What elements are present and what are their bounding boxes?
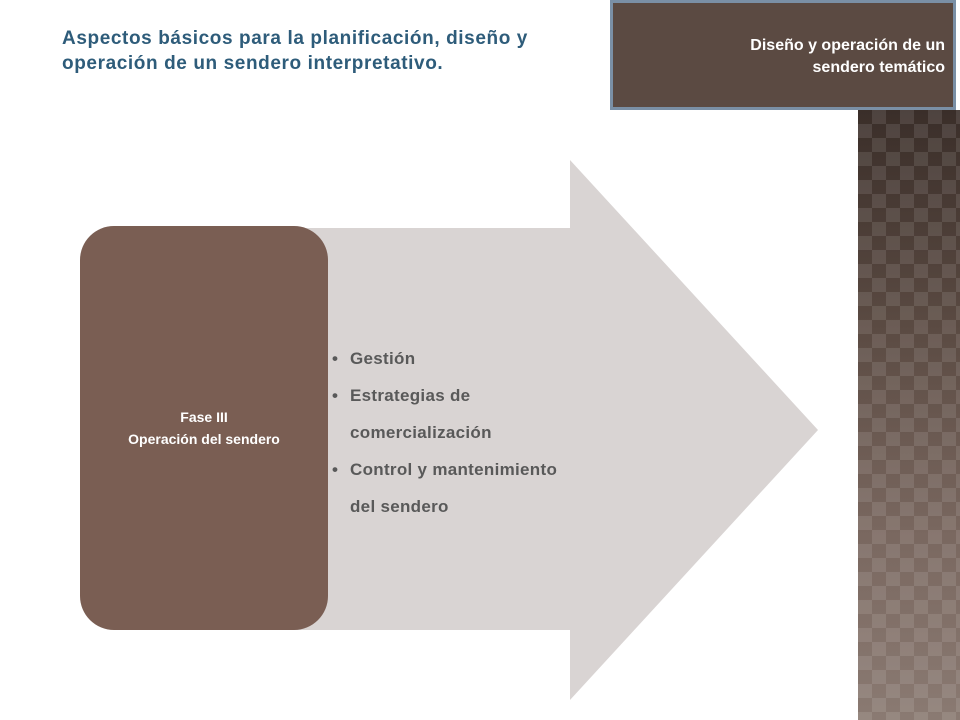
list-item-text: Control y mantenimiento — [350, 460, 558, 479]
phase-box: Fase III Operación del sendero — [80, 226, 328, 630]
activity-list: Gestión Estrategias de comercialización … — [330, 340, 620, 525]
list-item-text-continued: comercialización — [350, 423, 492, 442]
list-item-text: Estrategias de — [350, 386, 471, 405]
topic-tag-box: Diseño y operación de un sendero temátic… — [610, 0, 956, 110]
list-item-text-continued: del sendero — [350, 497, 449, 516]
topic-tag-line-1: Diseño y operación de un — [750, 37, 945, 54]
list-item: Estrategias de comercialización — [330, 377, 620, 451]
list-item: Control y mantenimiento del sendero — [330, 451, 620, 525]
slide-title: Aspectos básicos para la planificación, … — [62, 28, 528, 74]
phase-label: Fase III — [180, 409, 228, 425]
list-item-text: Gestión — [350, 349, 416, 368]
phase-name: Operación del sendero — [128, 431, 280, 447]
list-item: Gestión — [330, 340, 620, 377]
topic-tag-line-2: sendero temático — [812, 59, 945, 76]
decorative-side-strip — [858, 110, 960, 720]
